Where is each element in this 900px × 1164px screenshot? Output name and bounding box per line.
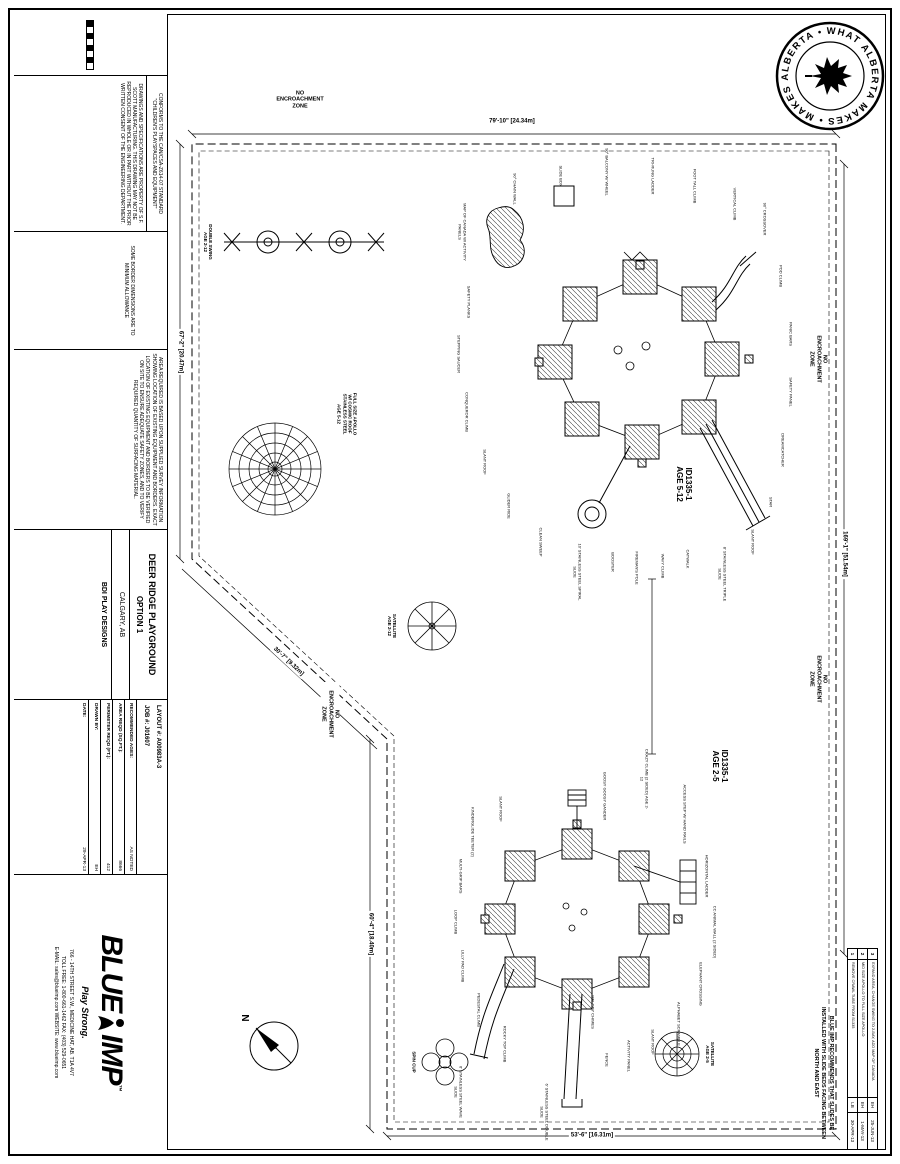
revision-date: 30-APR-13 [850, 1119, 855, 1143]
site-plan-drawing [175, 129, 849, 1141]
blue-imp-logo: BLUE IMP ™ [92, 934, 130, 1090]
brand-word-blue: BLUE [94, 934, 128, 1013]
logo-tagline: Play Strong. [80, 986, 91, 1039]
project-city: CALGARY, AB [112, 530, 130, 699]
spec-row: AREA REQD (SQ.FT.): 8666 [112, 700, 125, 874]
revision-by: LB [848, 1098, 857, 1113]
revision-number: 2 [858, 949, 867, 960]
title-block-strip: CONFORMS TO THE CAN/CSA-Z614-07 STANDARD… [14, 14, 168, 1150]
revision-table: 3 EXPAND AREA, CHANGE SWING TO 2-BAY, AD… [847, 948, 878, 1150]
spec-row: RECOMMENDED AGES: AS NOTED [124, 700, 136, 874]
property-note: DRAWINGS AND SPECIFICATIONS ARE PROPERTY… [118, 81, 144, 226]
job-number-label: JOB #: [143, 705, 150, 725]
revision-number: 3 [868, 949, 877, 960]
play-structure-age-2-5 [469, 789, 697, 1108]
wave-slide-b [469, 963, 515, 1060]
revision-description: EXPAND AREA, CHANGE SWING TO 2-BAY, ADD … [868, 960, 877, 1098]
scale-bar [86, 19, 95, 70]
spec-label: RECOMMENDED AGES: [128, 703, 134, 758]
spiral-slide [577, 445, 631, 529]
company-phone: TOLL FREE: 1-800-661-1462 FAX: (403) 529… [60, 955, 67, 1070]
project-client: BDI PLAY DESIGNS [94, 530, 112, 699]
revision-row: 2 MID SIZE APOLLO TO FULL SIZE APOLLO EH… [857, 949, 867, 1149]
spec-value: EH [92, 864, 98, 871]
revision-description: REMOVE CRAWL TUBE FROM B1335 [848, 960, 857, 1098]
access-steps [567, 789, 587, 829]
layout-job-cell: LAYOUT #: A00983A-3 JOB #: J01607 RECOMM… [14, 700, 167, 875]
spec-row: DATE: 29-APR-13 [77, 700, 88, 874]
revision-row: 1 REMOVE CRAWL TUBE FROM B1335 LB 30-APR… [848, 949, 857, 1149]
spec-row: PERIMETER REQD (FT.): 412 [100, 700, 113, 874]
notes-cell-area: AREA REQUIRED IS BASED UPON SUPPLIED SUR… [14, 350, 167, 530]
double-slide [561, 993, 583, 1108]
satellite-age-2-5 [654, 1031, 700, 1077]
spec-value: 29-APR-13 [80, 847, 86, 871]
project-option: OPTION 1 [134, 595, 144, 634]
company-logo-cell: BLUE IMP ™ Play Strong. 766 - 14TH STREE… [14, 875, 167, 1150]
spec-row: DRAWN BY: EH [88, 700, 101, 874]
revision-date: 1-MAY-13 [860, 1121, 865, 1141]
maple-leaf-icon [805, 57, 852, 95]
map-of-canada-panel [486, 206, 525, 269]
play-structure-age-5-12 [486, 185, 771, 531]
notes-cell-border-dims: SOME BORDER DIMENSIONS ARE TO MINIMUM AL… [14, 232, 167, 350]
revision-by: EH [868, 1098, 877, 1113]
alberta-makes-stamp: WHAT ALBERTA MAKES • MAKES ALBERTA • [775, 21, 885, 131]
compass-rose [249, 1021, 299, 1071]
revision-row: 3 EXPAND AREA, CHANGE SWING TO 2-BAY, AD… [867, 949, 877, 1149]
spec-value: AS NOTED [128, 846, 134, 871]
project-name: DEER RIDGE PLAYGROUND [147, 553, 157, 676]
notes-cell-standards: CONFORMS TO THE CAN/CSA-Z614-07 STANDARD… [14, 76, 167, 232]
project-cell: DEER RIDGE PLAYGROUND OPTION 1 CALGARY, … [14, 530, 167, 700]
dimension-lines [175, 129, 849, 1141]
wave-slide [711, 251, 757, 311]
spec-table: RECOMMENDED AGES: AS NOTED AREA REQD (SQ… [77, 700, 137, 874]
border-dims-note: SOME BORDER DIMENSIONS ARE TO MINIMUM AL… [122, 245, 135, 336]
slide-orientation-note: BLUE IMP RECOMMENDS THAT SLIDES BE INSTA… [812, 1007, 834, 1139]
spec-value: 412 [104, 862, 110, 871]
trademark-symbol: ™ [115, 1084, 123, 1091]
spec-label: DATE: [80, 703, 86, 718]
spec-label: DRAWN BY: [92, 703, 98, 731]
slide-box [553, 185, 575, 207]
job-number-value: J01607 [143, 726, 150, 747]
spec-value: 8666 [116, 860, 122, 871]
layout-number-label: LAYOUT #: [155, 705, 161, 737]
encroachment-zone-boundary [191, 143, 837, 1130]
double-swing [223, 230, 385, 254]
triple-slide [699, 419, 771, 531]
genie-icon [97, 1016, 124, 1031]
revision-date: 25-JUN-13 [870, 1120, 875, 1142]
scale-bar-cell [14, 14, 167, 76]
spin-cup [421, 1038, 469, 1086]
area-note: AREA REQUIRED IS BASED UPON SUPPLIED SUR… [132, 353, 163, 526]
apollo-dome-climber [228, 422, 322, 516]
brand-word-imp: IMP [94, 1034, 128, 1085]
layout-number-value: A00983A-3 [155, 737, 161, 769]
satellite-spinner [407, 601, 457, 651]
horizontal-ladder [633, 859, 697, 905]
revision-description: MID SIZE APOLLO TO FULL SIZE APOLLO [858, 960, 867, 1098]
company-web: E-MAIL: sales@blueimp.com WEBSITE: www.b… [52, 946, 59, 1079]
conforms-note: CONFORMS TO THE CAN/CSA-Z614-07 STANDARD… [150, 92, 163, 215]
company-address: 766 - 14TH STREET S.W., MEDICINE HAT, AB… [67, 949, 74, 1076]
spec-label: AREA REQD (SQ.FT.): [116, 703, 122, 753]
spec-label: PERIMETER REQD (FT.): [104, 703, 110, 759]
revision-by: EH [858, 1098, 867, 1113]
revision-number: 1 [848, 949, 857, 960]
